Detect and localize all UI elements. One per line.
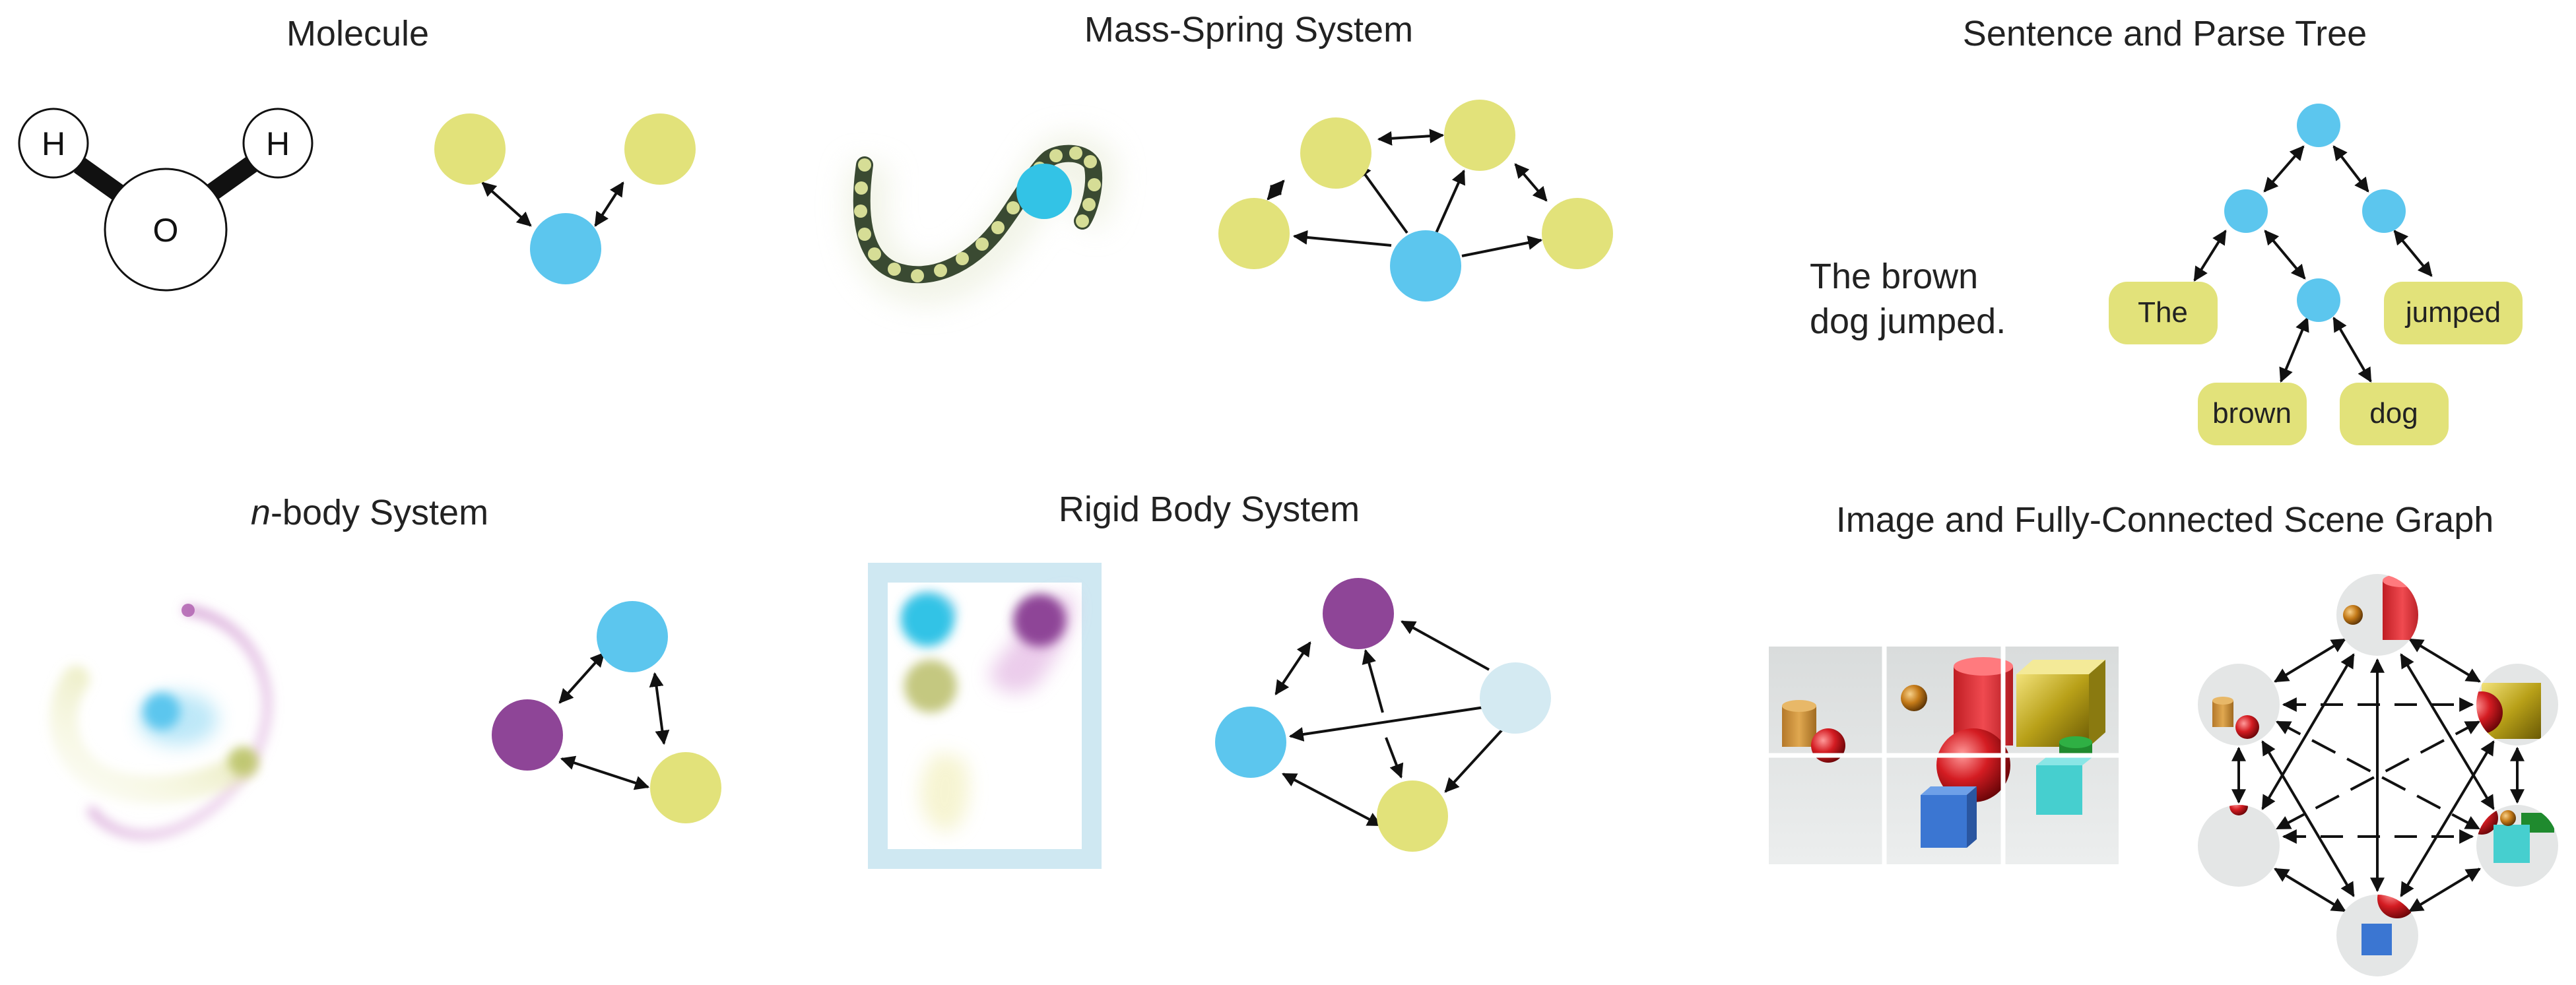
container-frame xyxy=(868,563,1102,869)
word-brown: brown xyxy=(2212,397,2292,429)
word-jumped: jumped xyxy=(2404,296,2501,329)
scene-graph-edges xyxy=(2231,638,2525,912)
word-box-dog: dog xyxy=(2340,383,2449,445)
nbody-title-rest: -body System xyxy=(271,493,488,532)
node-rigid-purple xyxy=(1323,578,1394,649)
panel-title-nbody: n-body System xyxy=(251,493,488,532)
node-rigid-blue xyxy=(1215,707,1286,778)
edge-blue-yellow xyxy=(1282,773,1382,827)
edge-pale-purple xyxy=(1401,620,1490,671)
edge-right-jumped xyxy=(2393,230,2433,277)
node-body-blue xyxy=(597,601,668,672)
node-mass-1 xyxy=(1300,117,1371,189)
panel-molecule: Molecule H O H xyxy=(18,14,696,292)
edge-mid-dog xyxy=(2332,317,2372,383)
panel-title-molecule: Molecule xyxy=(286,14,429,53)
node-mass-center xyxy=(1390,230,1461,302)
node-rigid-pale xyxy=(1480,662,1551,734)
spring-mass-ball xyxy=(1016,164,1072,219)
rigid-body-graph xyxy=(1215,578,1551,852)
node-body-purple xyxy=(492,699,563,771)
panel-nbody: n-body System xyxy=(50,493,721,841)
tree-node-root xyxy=(2297,104,2340,147)
scene-graph-node-6 xyxy=(2198,664,2280,746)
nbody-graph xyxy=(492,601,721,823)
atom-hydrogen-right: H xyxy=(242,108,314,179)
edge-left-mid xyxy=(2264,230,2306,280)
spring-beads xyxy=(854,146,1101,282)
edge-h-o-left xyxy=(481,181,532,227)
panel-title-parse-tree: Sentence and Parse Tree xyxy=(1963,14,2367,53)
word-the: The xyxy=(2138,296,2188,329)
nbody-trails-illustration xyxy=(50,604,273,841)
rigid-body-illustration xyxy=(868,563,1102,869)
atom-label-h-left: H xyxy=(42,125,65,162)
edge-pale-yellow xyxy=(1444,727,1505,793)
scene-graph-node-1 xyxy=(2336,574,2418,656)
node-rigid-yellow xyxy=(1377,780,1448,852)
panel-title-rigid-body: Rigid Body System xyxy=(1059,490,1360,529)
scene-graph-node-2 xyxy=(2476,664,2558,746)
edge-root-left xyxy=(2263,145,2305,193)
scene-graph-node-5 xyxy=(2198,805,2280,887)
atom-oxygen: O xyxy=(104,168,228,292)
molecule-graph xyxy=(434,113,696,284)
node-oxygen xyxy=(530,213,601,284)
edge-blue-yellow xyxy=(649,672,670,746)
scene-graph-node-3 xyxy=(2476,805,2558,887)
mass-spring-graph xyxy=(1218,100,1613,302)
scene-graph-node-4 xyxy=(2336,895,2418,976)
edge-purple-yellow xyxy=(560,755,650,790)
panel-scene-graph: Image and Fully-Connected Scene Graph xyxy=(1769,500,2558,976)
word-box-brown: brown xyxy=(2198,383,2307,445)
panel-parse-tree: Sentence and Parse Tree The brown dog ju… xyxy=(1810,14,2523,445)
edge-mid-purple xyxy=(1362,649,1384,713)
edge-c-m0 xyxy=(1292,230,1392,247)
atom-label-h-right: H xyxy=(266,125,290,162)
parse-tree-graph: The jumped brown dog xyxy=(2109,104,2523,445)
node-body-yellow xyxy=(650,752,721,823)
node-hydrogen-right xyxy=(624,113,696,185)
tree-node-left xyxy=(2224,189,2268,233)
edge-left-the xyxy=(2193,230,2227,282)
spring-chain-illustration xyxy=(846,135,1116,304)
sentence-line-2: dog jumped. xyxy=(1810,302,2006,341)
edge-pale-blue xyxy=(1288,705,1494,742)
edge-c-m2 xyxy=(1435,169,1465,234)
edge-m1-m0 xyxy=(1267,179,1285,201)
word-box-jumped: jumped xyxy=(2384,282,2523,344)
scene-photo xyxy=(1769,647,2119,864)
tree-node-right xyxy=(2362,189,2406,233)
node-mass-0 xyxy=(1218,198,1290,269)
edge-c-m1 xyxy=(1356,163,1408,234)
panel-title-scene-graph: Image and Fully-Connected Scene Graph xyxy=(1836,500,2494,540)
atom-hydrogen-left: H xyxy=(18,108,89,179)
word-dog: dog xyxy=(2369,397,2418,429)
atom-label-o: O xyxy=(153,212,179,249)
edge-purple-blue xyxy=(1274,641,1311,695)
edge-m2-m3 xyxy=(1514,163,1548,202)
edge-root-right xyxy=(2332,145,2369,193)
edge-mid-yellow xyxy=(1385,737,1404,779)
tree-node-mid xyxy=(2297,278,2340,322)
edge-h-o-right xyxy=(594,181,624,227)
edge-c-m3 xyxy=(1461,236,1543,257)
edge-blue-purple xyxy=(558,652,605,704)
edge-m1-m2 xyxy=(1377,129,1445,146)
node-mass-2 xyxy=(1444,100,1515,171)
node-mass-3 xyxy=(1542,198,1613,269)
nbody-title-italic: n xyxy=(251,493,271,532)
edge-mid-brown xyxy=(2279,316,2309,383)
node-hydrogen-left xyxy=(434,113,506,185)
bond-right xyxy=(204,153,262,202)
sentence-line-1: The brown xyxy=(1810,257,1978,296)
word-box-the: The xyxy=(2109,282,2218,344)
panel-mass-spring: Mass-Spring System xyxy=(846,10,1613,304)
panel-rigid-body: Rigid Body System xyxy=(868,490,1551,869)
panel-title-mass-spring: Mass-Spring System xyxy=(1084,10,1413,49)
